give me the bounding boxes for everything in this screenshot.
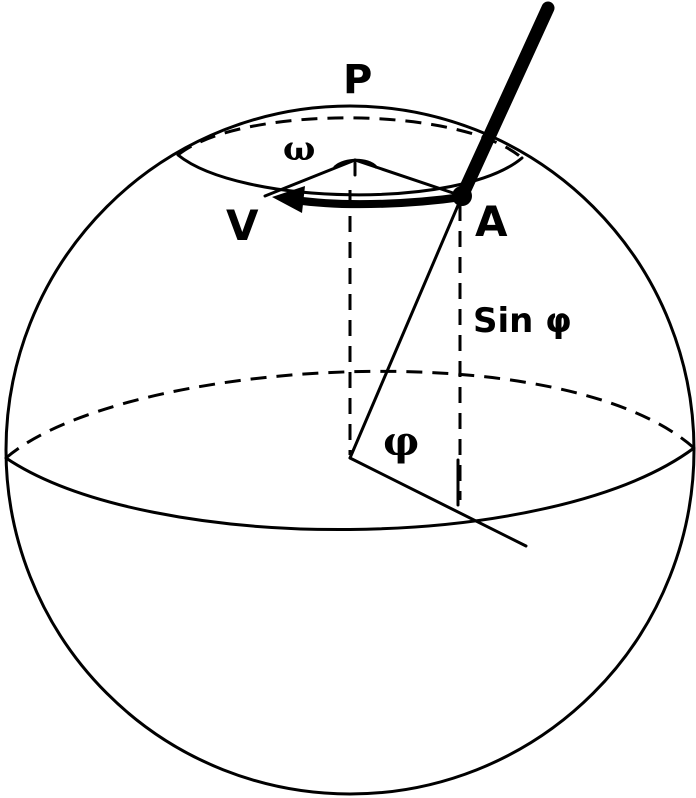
omega-angle-arc: [333, 158, 378, 169]
label-pole: P: [343, 57, 372, 103]
thick-rod: [455, 1, 555, 203]
velocity-arrow: [291, 193, 466, 209]
velocity-arrowhead: [272, 186, 305, 213]
label-point-a: A: [475, 197, 508, 246]
radius-to-equator: [348, 456, 528, 548]
label-omega: ω: [283, 129, 315, 169]
latitude-circle-back: [177, 116, 523, 160]
point-a-dot: [452, 186, 472, 206]
sphere-outline: [4, 104, 696, 796]
label-velocity: V: [226, 201, 259, 250]
omega-left-line: [263, 158, 357, 198]
equator-front: [4, 446, 696, 531]
label-latitude: φ: [383, 418, 419, 465]
equator-back: [5, 369, 695, 460]
label-sin-phi: Sin φ: [473, 301, 572, 341]
radius-to-a: [348, 194, 464, 460]
omega-right-line: [353, 158, 464, 198]
